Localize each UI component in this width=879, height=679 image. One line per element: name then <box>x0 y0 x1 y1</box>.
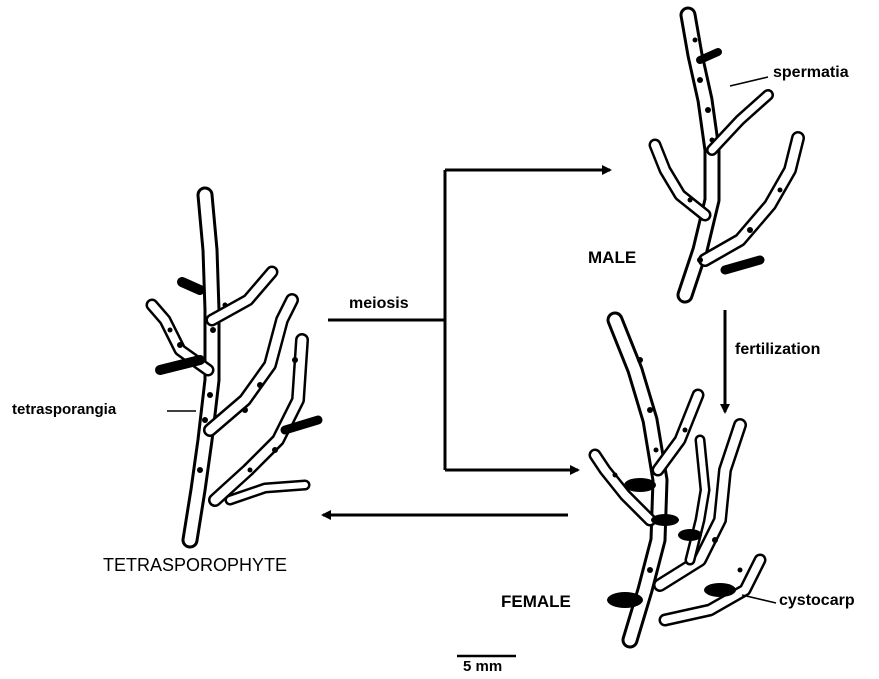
fertilization-label: fertilization <box>735 341 820 359</box>
tetrasporophyte-label: TETRASPOROPHYTE <box>103 555 287 576</box>
tetrasporangia-label: tetrasporangia <box>12 401 116 418</box>
tetrasporophyte-plant <box>152 195 318 540</box>
female-label: FEMALE <box>501 592 571 612</box>
meiosis-label: meiosis <box>349 295 409 313</box>
scale-bar-label: 5 mm <box>463 658 502 675</box>
meiosis-arrow <box>328 170 610 470</box>
male-label: MALE <box>588 248 636 268</box>
cystocarp-label: cystocarp <box>779 592 855 610</box>
female-plant <box>595 320 760 640</box>
spermatia-leader <box>730 77 768 86</box>
male-plant <box>655 15 798 295</box>
spermatia-label: spermatia <box>773 64 849 82</box>
cystocarp-leader <box>742 595 776 603</box>
